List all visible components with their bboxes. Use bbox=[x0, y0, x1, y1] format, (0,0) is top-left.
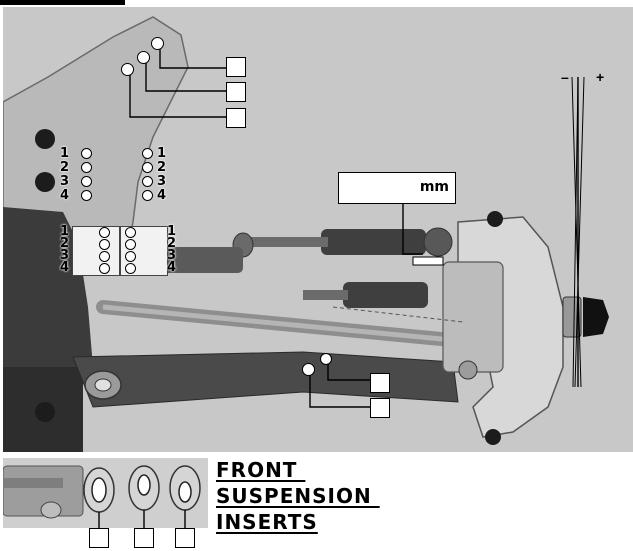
bolt-4 bbox=[485, 429, 501, 445]
tower-hole-right-1 bbox=[142, 148, 153, 159]
tower-hole-left-1 bbox=[81, 148, 92, 159]
hole-number-left-1: 1 bbox=[60, 146, 70, 161]
answer-box-insert-3[interactable] bbox=[175, 528, 195, 548]
lower-arm-hole-a bbox=[320, 353, 332, 365]
leader-top-1 bbox=[159, 45, 230, 69]
camber-link-length-box[interactable]: mm bbox=[338, 172, 456, 204]
bulkhead-number-right-3: 3 bbox=[167, 248, 177, 263]
hole-number-right-2: 2 bbox=[157, 160, 167, 175]
arm-pivot-inner bbox=[94, 378, 112, 392]
bolt-1 bbox=[35, 129, 55, 149]
bolt-5 bbox=[487, 211, 503, 227]
inserts-illustration bbox=[3, 465, 201, 528]
turnbuckle-upper bbox=[321, 229, 426, 255]
tower-hole-right-2 bbox=[142, 162, 153, 173]
chassis-body bbox=[3, 207, 93, 387]
camber-minus-label: – bbox=[561, 69, 569, 85]
bulkhead-hole-right-2 bbox=[125, 239, 136, 250]
answer-box-lower-2[interactable] bbox=[370, 398, 390, 418]
bulkhead-hole-left-3 bbox=[99, 251, 110, 262]
bulkhead-number-left-2: 2 bbox=[60, 236, 70, 251]
inserts-title-line-1: FRONT bbox=[216, 458, 306, 482]
suspension-diagram bbox=[3, 16, 609, 452]
axle-block bbox=[442, 261, 504, 373]
hole-number-right-1: 1 bbox=[157, 146, 167, 161]
measure-unit: mm bbox=[419, 179, 449, 195]
tower-hole-left-2 bbox=[81, 162, 92, 173]
bulkhead-hole-right-4 bbox=[125, 263, 136, 274]
inserts-title-line-2: SUSPENSION bbox=[216, 484, 380, 508]
header-bar bbox=[0, 0, 125, 5]
leader-top-2 bbox=[145, 59, 230, 92]
inserts-panel bbox=[3, 458, 208, 528]
answer-box-top-2[interactable] bbox=[226, 82, 246, 102]
wheel-nut bbox=[583, 297, 609, 337]
lower-arm-hole-b bbox=[302, 363, 315, 376]
bulkhead-number-right-2: 2 bbox=[167, 236, 177, 251]
tower-hole-left-4 bbox=[81, 190, 92, 201]
bulkhead-hole-right-1 bbox=[125, 227, 136, 238]
leader-bottom-1 bbox=[327, 362, 373, 381]
top-bracket-hole-a bbox=[151, 37, 164, 50]
camber-plus-label: + bbox=[596, 69, 605, 85]
bolt-2 bbox=[35, 172, 55, 192]
bulkhead-hole-right-3 bbox=[125, 251, 136, 262]
top-bracket-hole-b bbox=[137, 51, 150, 64]
bulkhead-hole-left-1 bbox=[99, 227, 110, 238]
lower-arm bbox=[72, 351, 459, 408]
leader-top-3 bbox=[129, 72, 230, 118]
ball-end-right bbox=[423, 227, 453, 257]
top-bracket-hole-c bbox=[121, 63, 134, 76]
hub-pivot-lower bbox=[458, 360, 478, 380]
bulkhead-number-left-1: 1 bbox=[60, 224, 70, 239]
bulkhead-hole-left-2 bbox=[99, 239, 110, 250]
leader-measure bbox=[402, 202, 423, 255]
bulkhead-number-right-1: 1 bbox=[167, 224, 177, 239]
leader-bottom-2 bbox=[309, 375, 373, 408]
bulkhead-number-left-4: 4 bbox=[60, 260, 70, 275]
answer-box-top-1[interactable] bbox=[226, 57, 246, 77]
answer-box-top-3[interactable] bbox=[226, 108, 246, 128]
answer-box-insert-2[interactable] bbox=[134, 528, 154, 548]
steering-link bbox=[343, 282, 428, 308]
hole-number-right-4: 4 bbox=[157, 188, 167, 203]
bulkhead-number-right-4: 4 bbox=[167, 260, 177, 275]
answer-box-insert-1[interactable] bbox=[89, 528, 109, 548]
tower-hole-left-3 bbox=[81, 176, 92, 187]
hole-number-left-2: 2 bbox=[60, 160, 70, 175]
tower-hole-right-4 bbox=[142, 190, 153, 201]
bulkhead-number-left-3: 3 bbox=[60, 248, 70, 263]
inserts-title-line-3: INSERTS bbox=[216, 510, 318, 534]
answer-box-lower-1[interactable] bbox=[370, 373, 390, 393]
bulkhead-hole-left-4 bbox=[99, 263, 110, 274]
bulkhead-plate-left bbox=[72, 226, 120, 276]
tower-hole-right-3 bbox=[142, 176, 153, 187]
bolt-3 bbox=[35, 402, 55, 422]
hole-number-left-4: 4 bbox=[60, 188, 70, 203]
hole-number-left-3: 3 bbox=[60, 174, 70, 189]
inserts-title: FRONT SUSPENSION INSERTS bbox=[216, 458, 406, 538]
hole-number-right-3: 3 bbox=[157, 174, 167, 189]
